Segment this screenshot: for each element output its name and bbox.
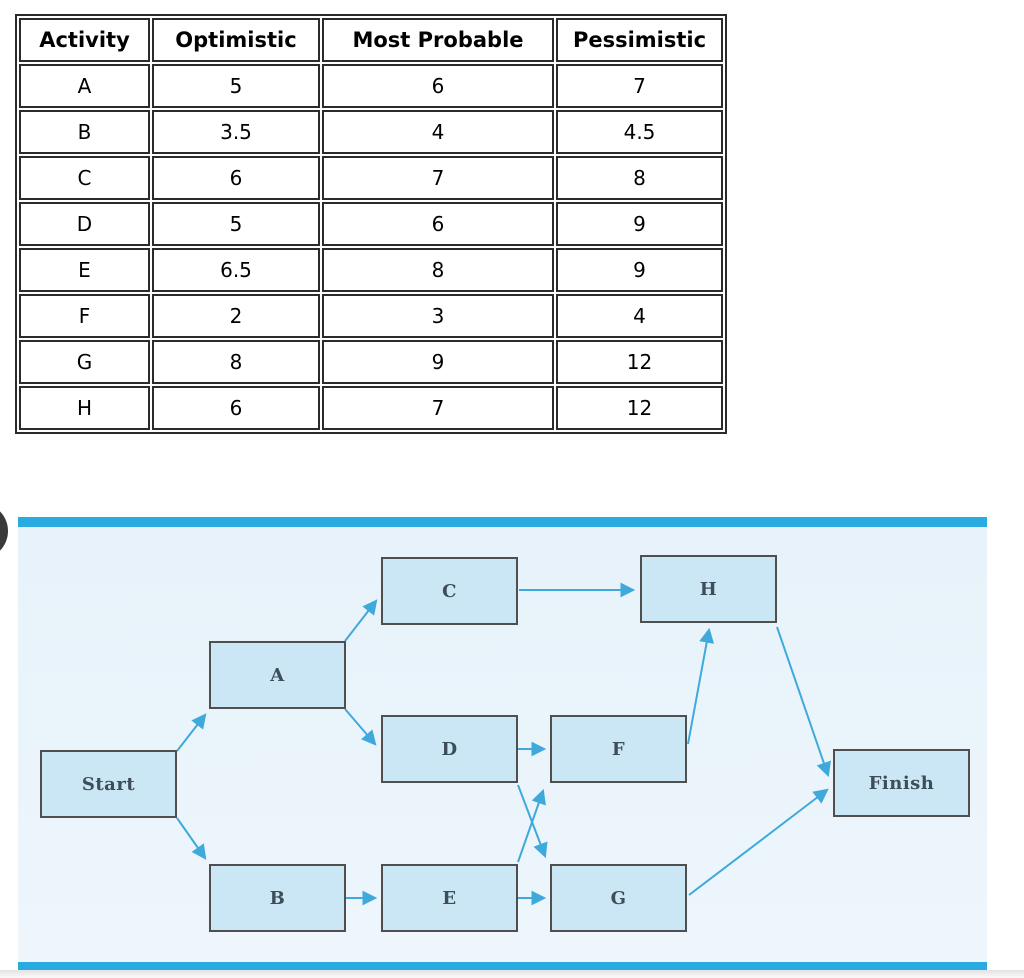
diagram-top-border-bar: [18, 517, 987, 527]
diagram-node-c: C: [381, 557, 518, 625]
estimate-cell: 2: [152, 294, 320, 338]
edge-arrow-d-to-g: [517, 784, 548, 859]
diagram-node-h: H: [640, 555, 777, 623]
estimate-cell: 8: [322, 248, 554, 292]
diagram-node-b: B: [209, 864, 346, 932]
estimate-cell: 7: [322, 386, 554, 430]
estimate-cell: 12: [556, 340, 723, 384]
estimate-cell: 12: [556, 386, 723, 430]
edge-arrow-a-to-d: [344, 708, 377, 746]
activity-cell: A: [19, 64, 150, 108]
estimate-cell: 7: [556, 64, 723, 108]
edge-arrow-e-to-f: [517, 788, 546, 863]
estimate-cell: 4: [322, 110, 554, 154]
estimate-cell: 4.5: [556, 110, 723, 154]
project-network-diagram: Start A B C D E F G H Finish: [18, 517, 987, 971]
diagram-node-finish: Finish: [833, 749, 970, 817]
estimate-cell: 9: [556, 248, 723, 292]
edge-arrow-start-to-b: [176, 817, 207, 860]
activity-cell: H: [19, 386, 150, 430]
activity-cell: B: [19, 110, 150, 154]
diagram-node-start: Start: [40, 750, 177, 818]
activity-estimates-table: Activity Optimistic Most Probable Pessim…: [15, 14, 727, 434]
estimate-cell: 6.5: [152, 248, 320, 292]
column-header-pessimistic: Pessimistic: [556, 18, 723, 62]
activity-cell: G: [19, 340, 150, 384]
estimate-cell: 4: [556, 294, 723, 338]
edge-arrow-start-to-a: [176, 713, 207, 752]
estimate-cell: 8: [556, 156, 723, 200]
column-header-most-probable: Most Probable: [322, 18, 554, 62]
activity-cell: C: [19, 156, 150, 200]
estimate-cell: 6: [152, 156, 320, 200]
activity-cell: D: [19, 202, 150, 246]
edge-arrow-f-to-h: [687, 627, 715, 745]
column-header-activity: Activity: [19, 18, 150, 62]
page-edge-shadow: [0, 970, 1024, 978]
activity-cell: F: [19, 294, 150, 338]
estimate-cell: 9: [556, 202, 723, 246]
estimate-cell: 8: [152, 340, 320, 384]
diagram-bottom-border-bar: [18, 962, 987, 971]
estimate-cell: 7: [322, 156, 554, 200]
diagram-node-g: G: [550, 864, 687, 932]
edge-arrow-a-to-c: [344, 599, 378, 642]
estimate-cell: 3: [322, 294, 554, 338]
estimate-cell: 6: [322, 202, 554, 246]
estimate-cell: 9: [322, 340, 554, 384]
estimate-cell: 3.5: [152, 110, 320, 154]
diagram-node-d: D: [381, 715, 518, 783]
diagram-node-e: E: [381, 864, 518, 932]
activity-cell: E: [19, 248, 150, 292]
diagram-edge-layer: [176, 582, 831, 906]
diagram-node-f: F: [550, 715, 687, 783]
page-margin-circle-decoration: [0, 503, 8, 559]
estimate-cell: 6: [152, 386, 320, 430]
estimate-cell: 5: [152, 64, 320, 108]
column-header-optimistic: Optimistic: [152, 18, 320, 62]
table-header-row: Activity Optimistic Most Probable Pessim…: [19, 18, 723, 62]
estimate-cell: 5: [152, 202, 320, 246]
estimate-cell: 6: [322, 64, 554, 108]
edge-arrow-g-to-finish: [688, 788, 829, 896]
edge-arrow-h-to-finish: [776, 626, 831, 778]
diagram-node-a: A: [209, 641, 346, 709]
